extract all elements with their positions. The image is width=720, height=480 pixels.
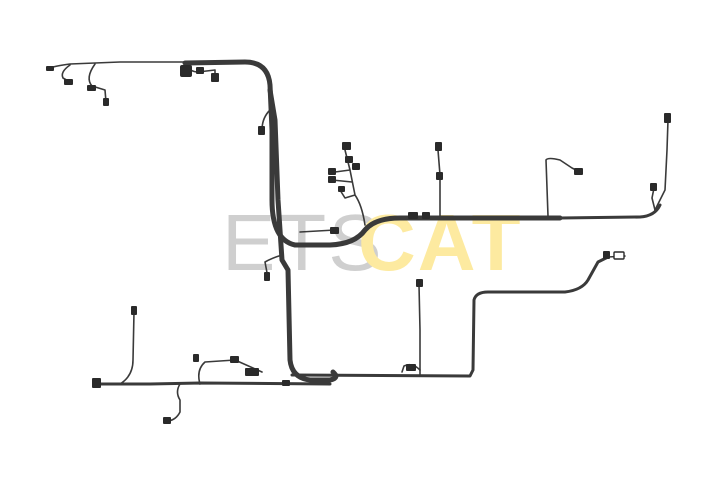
trunk-right-extension bbox=[558, 203, 662, 220]
branch-lower-right-run bbox=[290, 255, 610, 378]
connector bbox=[338, 186, 345, 192]
connectors bbox=[46, 65, 671, 424]
connector bbox=[103, 98, 109, 106]
trunk-bottom bbox=[93, 381, 332, 386]
trunk-top-branch bbox=[182, 59, 563, 248]
connector bbox=[328, 176, 336, 183]
connector bbox=[46, 66, 54, 71]
branch-545 bbox=[545, 157, 581, 217]
connector bbox=[613, 251, 625, 260]
connector bbox=[436, 172, 443, 180]
connector bbox=[282, 380, 290, 386]
connector bbox=[330, 227, 339, 234]
branch-bottom-left-loop bbox=[167, 383, 181, 422]
connector bbox=[416, 279, 423, 287]
connector bbox=[435, 142, 442, 151]
connector bbox=[264, 272, 270, 281]
connector bbox=[664, 113, 671, 123]
connector bbox=[193, 354, 199, 362]
branch-420 bbox=[418, 284, 421, 376]
main-trunk bbox=[93, 59, 662, 386]
connector bbox=[342, 142, 351, 150]
connector bbox=[163, 417, 171, 424]
connector bbox=[245, 368, 259, 376]
branch-right-tall bbox=[654, 119, 669, 211]
connector bbox=[87, 85, 96, 91]
connector bbox=[406, 364, 416, 371]
branch-center-cluster bbox=[331, 149, 366, 226]
connector bbox=[92, 378, 101, 388]
connector bbox=[211, 73, 219, 82]
connector bbox=[328, 168, 336, 175]
connector bbox=[131, 306, 137, 315]
branch-bottom-mid bbox=[198, 359, 263, 385]
branch-mid-left-drop bbox=[264, 254, 283, 279]
branch-bottom-left-tall bbox=[119, 311, 135, 385]
branch-top-left-drop1 bbox=[61, 64, 71, 83]
connector bbox=[64, 79, 73, 85]
connector bbox=[230, 356, 239, 363]
branch-right-small bbox=[651, 187, 656, 211]
connector bbox=[352, 163, 360, 170]
connector bbox=[650, 183, 657, 191]
connector bbox=[345, 156, 353, 163]
connector bbox=[408, 212, 418, 219]
connector bbox=[422, 212, 430, 219]
connector bbox=[258, 126, 265, 135]
branch-top-left-drop2 bbox=[88, 63, 107, 103]
connector bbox=[603, 251, 610, 259]
connector bbox=[180, 65, 192, 77]
connector bbox=[196, 67, 204, 74]
branch-440 bbox=[437, 149, 441, 219]
branch-center-loop bbox=[299, 229, 336, 233]
connector bbox=[574, 168, 583, 175]
